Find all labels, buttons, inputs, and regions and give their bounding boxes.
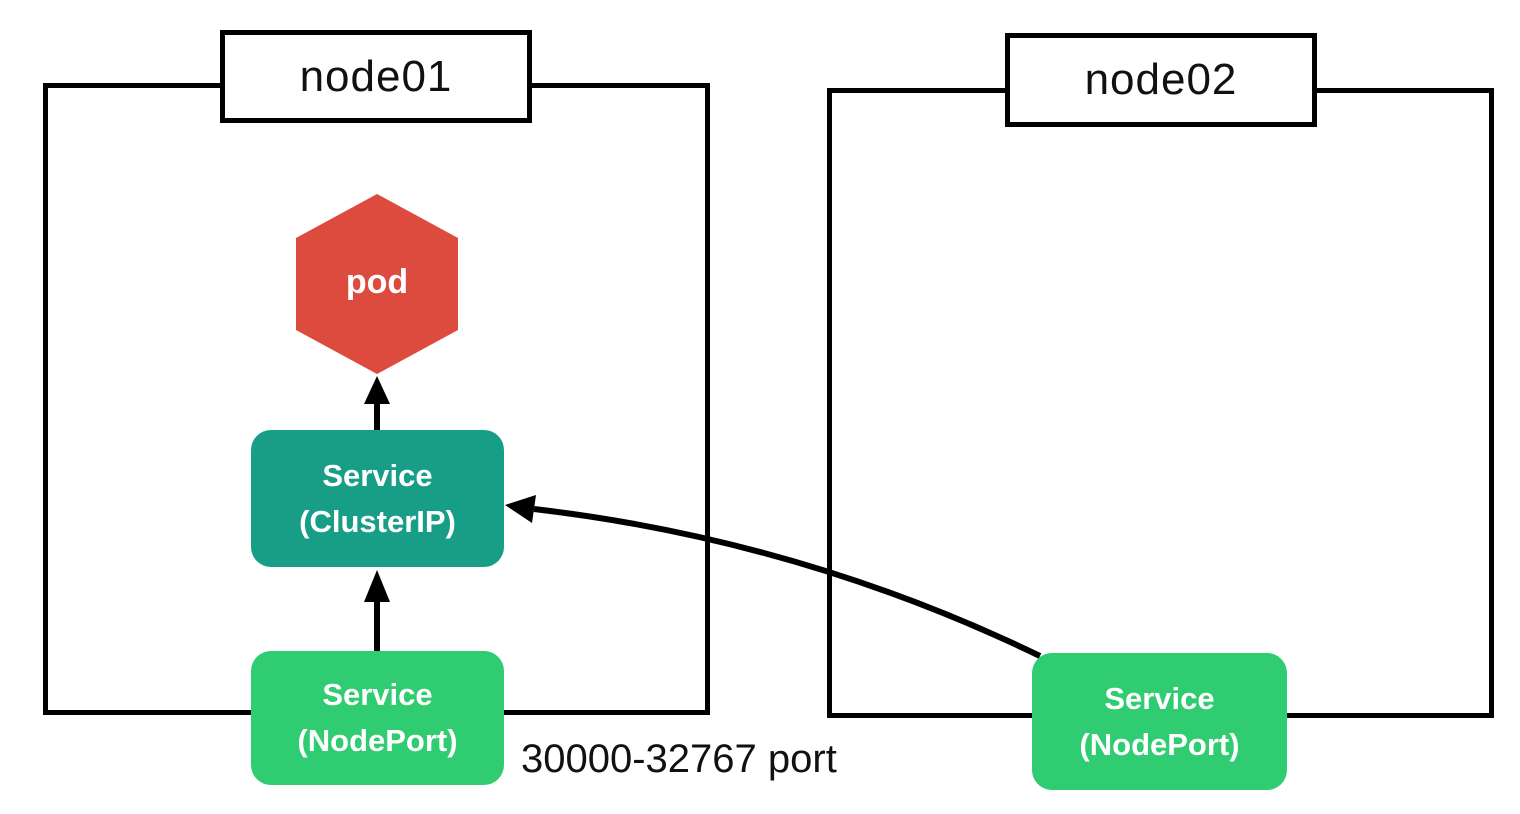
- arrow-clusterip-to-pod: [364, 376, 390, 431]
- service-nodeport-node02-box: Service (NodePort): [1032, 653, 1287, 790]
- service-nodeport-node01-line2: (NodePort): [297, 723, 458, 758]
- node01-label-box: node01: [220, 30, 532, 123]
- arrowhead-icon: [364, 570, 390, 602]
- service-clusterip-box: Service (ClusterIP): [251, 430, 504, 567]
- service-clusterip-line1: Service: [322, 457, 433, 493]
- service-clusterip-line2: (ClusterIP): [299, 503, 456, 539]
- node01-title: node01: [299, 51, 453, 101]
- arrow-node02-nodeport-to-clusterip: [505, 495, 1042, 659]
- port-range-annotation: 30000-32767 port: [521, 737, 837, 781]
- arrowhead-icon: [505, 495, 536, 523]
- node02-label-box: node02: [1005, 33, 1317, 127]
- service-nodeport-node01-box: Service (NodePort): [251, 651, 504, 785]
- arrow-nodeport-to-clusterip: [364, 570, 390, 652]
- service-nodeport-node01-line1: Service: [322, 677, 433, 713]
- arrowhead-icon: [364, 376, 390, 404]
- service-nodeport-node02-line1: Service: [1104, 680, 1215, 716]
- pod-label: pod: [345, 263, 409, 301]
- service-nodeport-node02-line2: (NodePort): [1079, 726, 1240, 762]
- node02-title: node02: [1084, 55, 1238, 104]
- pod-hexagon-icon: [296, 194, 458, 374]
